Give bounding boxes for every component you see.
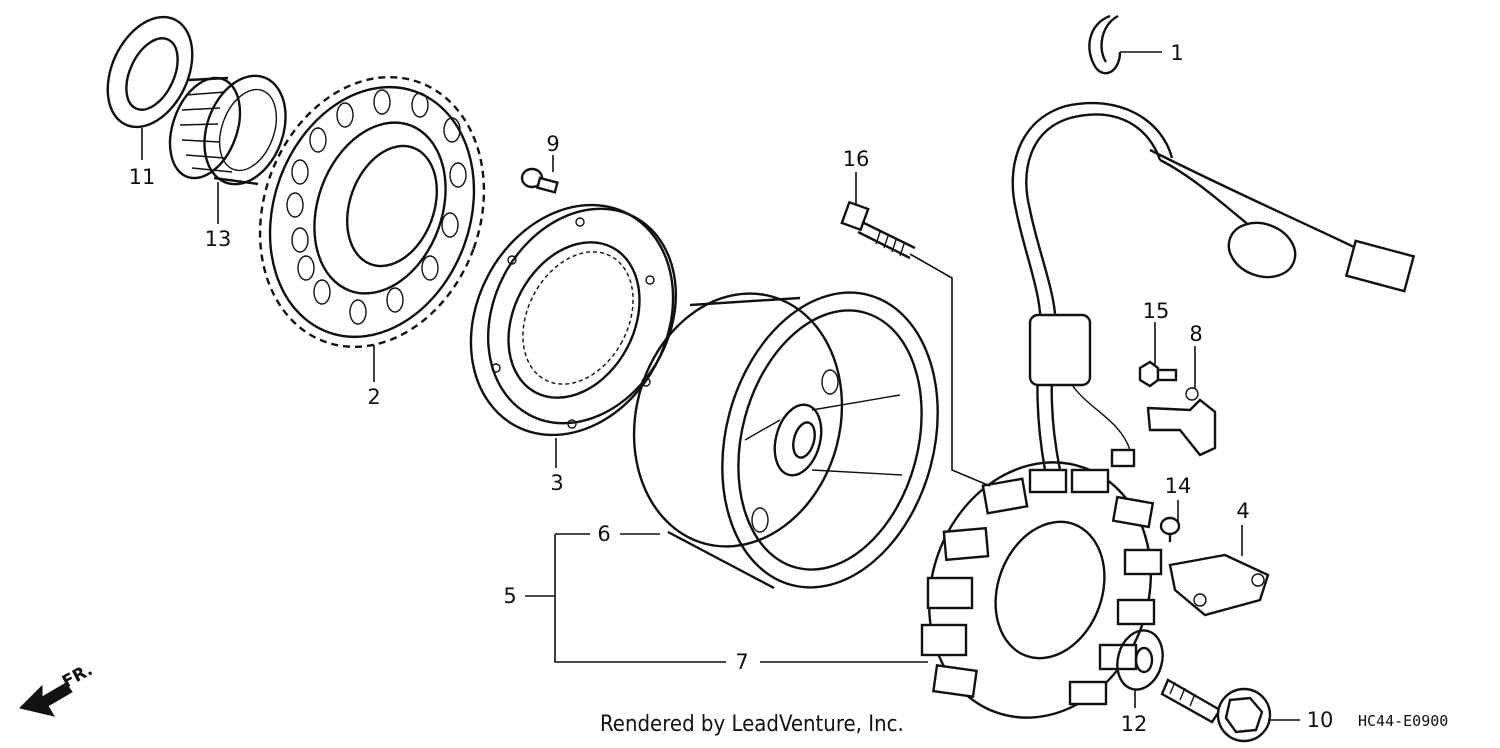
part-flange-bolt-10 [1160, 678, 1272, 743]
leader-lines [141, 51, 1300, 721]
part-stator-7 [920, 101, 1416, 719]
callout-9: 9 [546, 132, 559, 156]
callout-labels: 1 2 3 4 5 6 7 8 9 10 11 12 13 14 15 16 [129, 41, 1334, 736]
callout-3: 3 [550, 471, 563, 495]
part-driven-gear-2 [258, 75, 486, 349]
callout-4: 4 [1236, 499, 1249, 523]
render-credit: Rendered by LeadVenture, Inc. [600, 712, 904, 737]
callout-14: 14 [1165, 474, 1192, 498]
front-direction-indicator: FR. [19, 660, 96, 717]
part-screw-14 [1159, 516, 1181, 542]
callout-15: 15 [1143, 299, 1170, 323]
callout-10: 10 [1307, 708, 1334, 732]
callout-12: 12 [1121, 712, 1148, 736]
front-arrow-icon [19, 682, 73, 717]
part-bracket-8 [1146, 387, 1217, 457]
diagram-code: HC44-E0900 [1358, 712, 1449, 730]
callout-7: 7 [735, 650, 748, 674]
callout-8: 8 [1189, 322, 1202, 346]
part-bolt-9 [520, 167, 559, 194]
callout-6: 6 [597, 522, 610, 546]
callout-11: 11 [129, 165, 156, 189]
part-starter-clutch-3 [469, 203, 678, 437]
callout-1: 1 [1170, 41, 1183, 65]
part-washer-11 [106, 15, 194, 129]
callout-13: 13 [205, 227, 232, 251]
callout-5: 5 [503, 584, 516, 608]
part-bolt-16 [840, 200, 916, 260]
part-clamp-1 [1088, 14, 1122, 75]
part-bolt-15 [1138, 360, 1178, 388]
part-needle-bearing-13 [168, 74, 287, 186]
part-flywheel-6 [632, 291, 939, 590]
callout-2: 2 [367, 385, 380, 409]
part-washer-12 [1116, 629, 1164, 691]
part-pulse-sensor-4 [1168, 553, 1270, 617]
callout-16: 16 [843, 147, 870, 171]
